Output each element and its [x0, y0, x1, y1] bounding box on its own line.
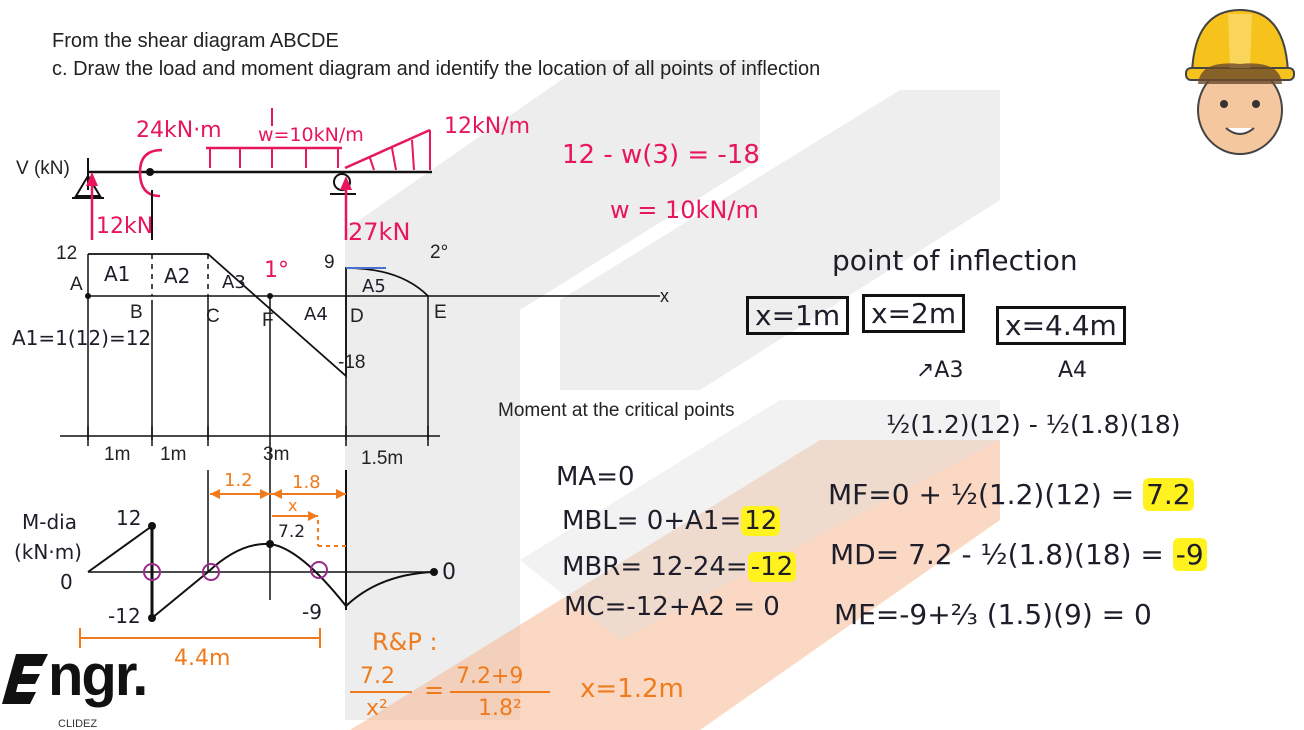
inflection-area-expr: ½(1.2)(12) - ½(1.8)(18) — [886, 410, 1181, 439]
span-3: 3m — [263, 444, 290, 465]
reaction-left-label: 12kN — [96, 214, 154, 239]
moment-zero-left: 0 — [60, 570, 73, 594]
span-1: 1m — [104, 444, 131, 465]
rp-left-num: 7.2 — [360, 664, 395, 689]
moment-br-eq: MBR= 12-24= — [562, 552, 748, 582]
moment-a: MA=0 — [556, 462, 635, 492]
inflection-x2: x=2m — [862, 294, 966, 333]
brand-sub: CLIDEZ — [58, 718, 98, 730]
moment-br: MBR= 12-24=-12 — [562, 552, 797, 582]
shear-value-12: 12 — [56, 243, 78, 264]
shear-value-neg18: -18 — [338, 352, 366, 373]
reaction-right-label: 27kN — [348, 218, 411, 246]
moment-c: MC=-12+A2 = 0 — [564, 592, 780, 622]
moment-dia-label: M-dia — [22, 510, 77, 534]
area-a1: A1 — [104, 262, 131, 286]
moment-bl: MBL= 0+A1=12 — [562, 506, 781, 536]
dim-x: x — [288, 496, 298, 515]
moment-f-eq: MF=0 + ½(1.2)(12) = — [828, 478, 1135, 511]
moment-value-7-2: 7.2 — [278, 522, 306, 542]
header-line-1: From the shear diagram ABCDE — [52, 30, 339, 52]
dim-4-4: 4.4m — [174, 646, 231, 671]
inflection-x3: x=4.4m — [996, 306, 1126, 345]
moment-d-value: -9 — [1172, 538, 1207, 571]
dim-1-2: 1.2 — [224, 470, 253, 491]
distributed-load-label: w=10kN/m — [258, 124, 364, 146]
rp-title: R&P : — [372, 628, 438, 656]
point-b: B — [130, 302, 143, 323]
moment-d: MD= 7.2 - ½(1.8)(18) = -9 — [830, 538, 1207, 571]
point-a: A — [70, 274, 83, 295]
point-f: F — [262, 310, 274, 331]
rp-left-den: x² — [366, 696, 388, 721]
w-calc-line1: 12 - w(3) = -18 — [562, 140, 760, 170]
first-degree-label: 1° — [264, 258, 289, 283]
area-a5: A5 — [362, 276, 386, 297]
w-calc-line2: w = 10kN/m — [610, 196, 759, 224]
brand-name: ngr. — [48, 643, 148, 708]
moment-f-value: 7.2 — [1143, 478, 1194, 511]
rp-equals: = — [424, 676, 445, 704]
moment-value-neg12: -12 — [108, 604, 141, 628]
inflection-note-a4: A4 — [1058, 358, 1088, 383]
moment-e: ME=-9+⅔ (1.5)(9) = 0 — [834, 598, 1152, 631]
x-axis-label: x — [660, 286, 669, 306]
moment-load-label: 24kN·m — [136, 118, 222, 143]
area-a2: A2 — [164, 264, 191, 288]
a1-calc: A1=1(12)=12 — [12, 326, 152, 350]
rp-right-den: 1.8² — [478, 696, 522, 721]
inflection-x1: x=1m — [746, 296, 850, 335]
critical-title: Moment at the critical points — [498, 400, 735, 421]
area-a4: A4 — [304, 304, 328, 325]
rp-result: x=1.2m — [580, 674, 684, 704]
moment-f: MF=0 + ½(1.2)(12) = 7.2 — [828, 478, 1194, 511]
span-2: 1m — [160, 444, 187, 465]
point-e: E — [434, 302, 447, 323]
point-c: C — [206, 306, 220, 327]
brand-e-icon — [2, 654, 48, 704]
moment-dia-units: (kN·m) — [14, 540, 82, 564]
second-degree-label: 2° — [430, 242, 449, 263]
area-a3: A3 — [222, 272, 246, 293]
moment-bl-eq: MBL= 0+A1= — [562, 506, 742, 536]
dim-1-8: 1.8 — [292, 472, 321, 493]
rp-right-num: 7.2+9 — [456, 664, 524, 689]
triangular-load-label: 12kN/m — [444, 114, 531, 139]
shear-value-9: 9 — [324, 252, 335, 273]
moment-bl-value: 12 — [741, 506, 781, 536]
span-4: 1.5m — [361, 448, 404, 469]
moment-value-12: 12 — [116, 506, 142, 530]
moment-d-eq: MD= 7.2 - ½(1.8)(18) = — [830, 538, 1164, 571]
moment-zero-right: 0 — [442, 560, 456, 585]
header-line-2: c. Draw the load and moment diagram and … — [52, 58, 821, 80]
shear-axis-label: V (kN) — [16, 158, 70, 179]
point-d: D — [350, 306, 364, 327]
inflection-note-a3: ↗A3 — [916, 358, 964, 383]
moment-value-neg9: -9 — [302, 600, 322, 624]
inflection-title: point of inflection — [832, 244, 1078, 277]
moment-br-value: -12 — [747, 552, 797, 582]
